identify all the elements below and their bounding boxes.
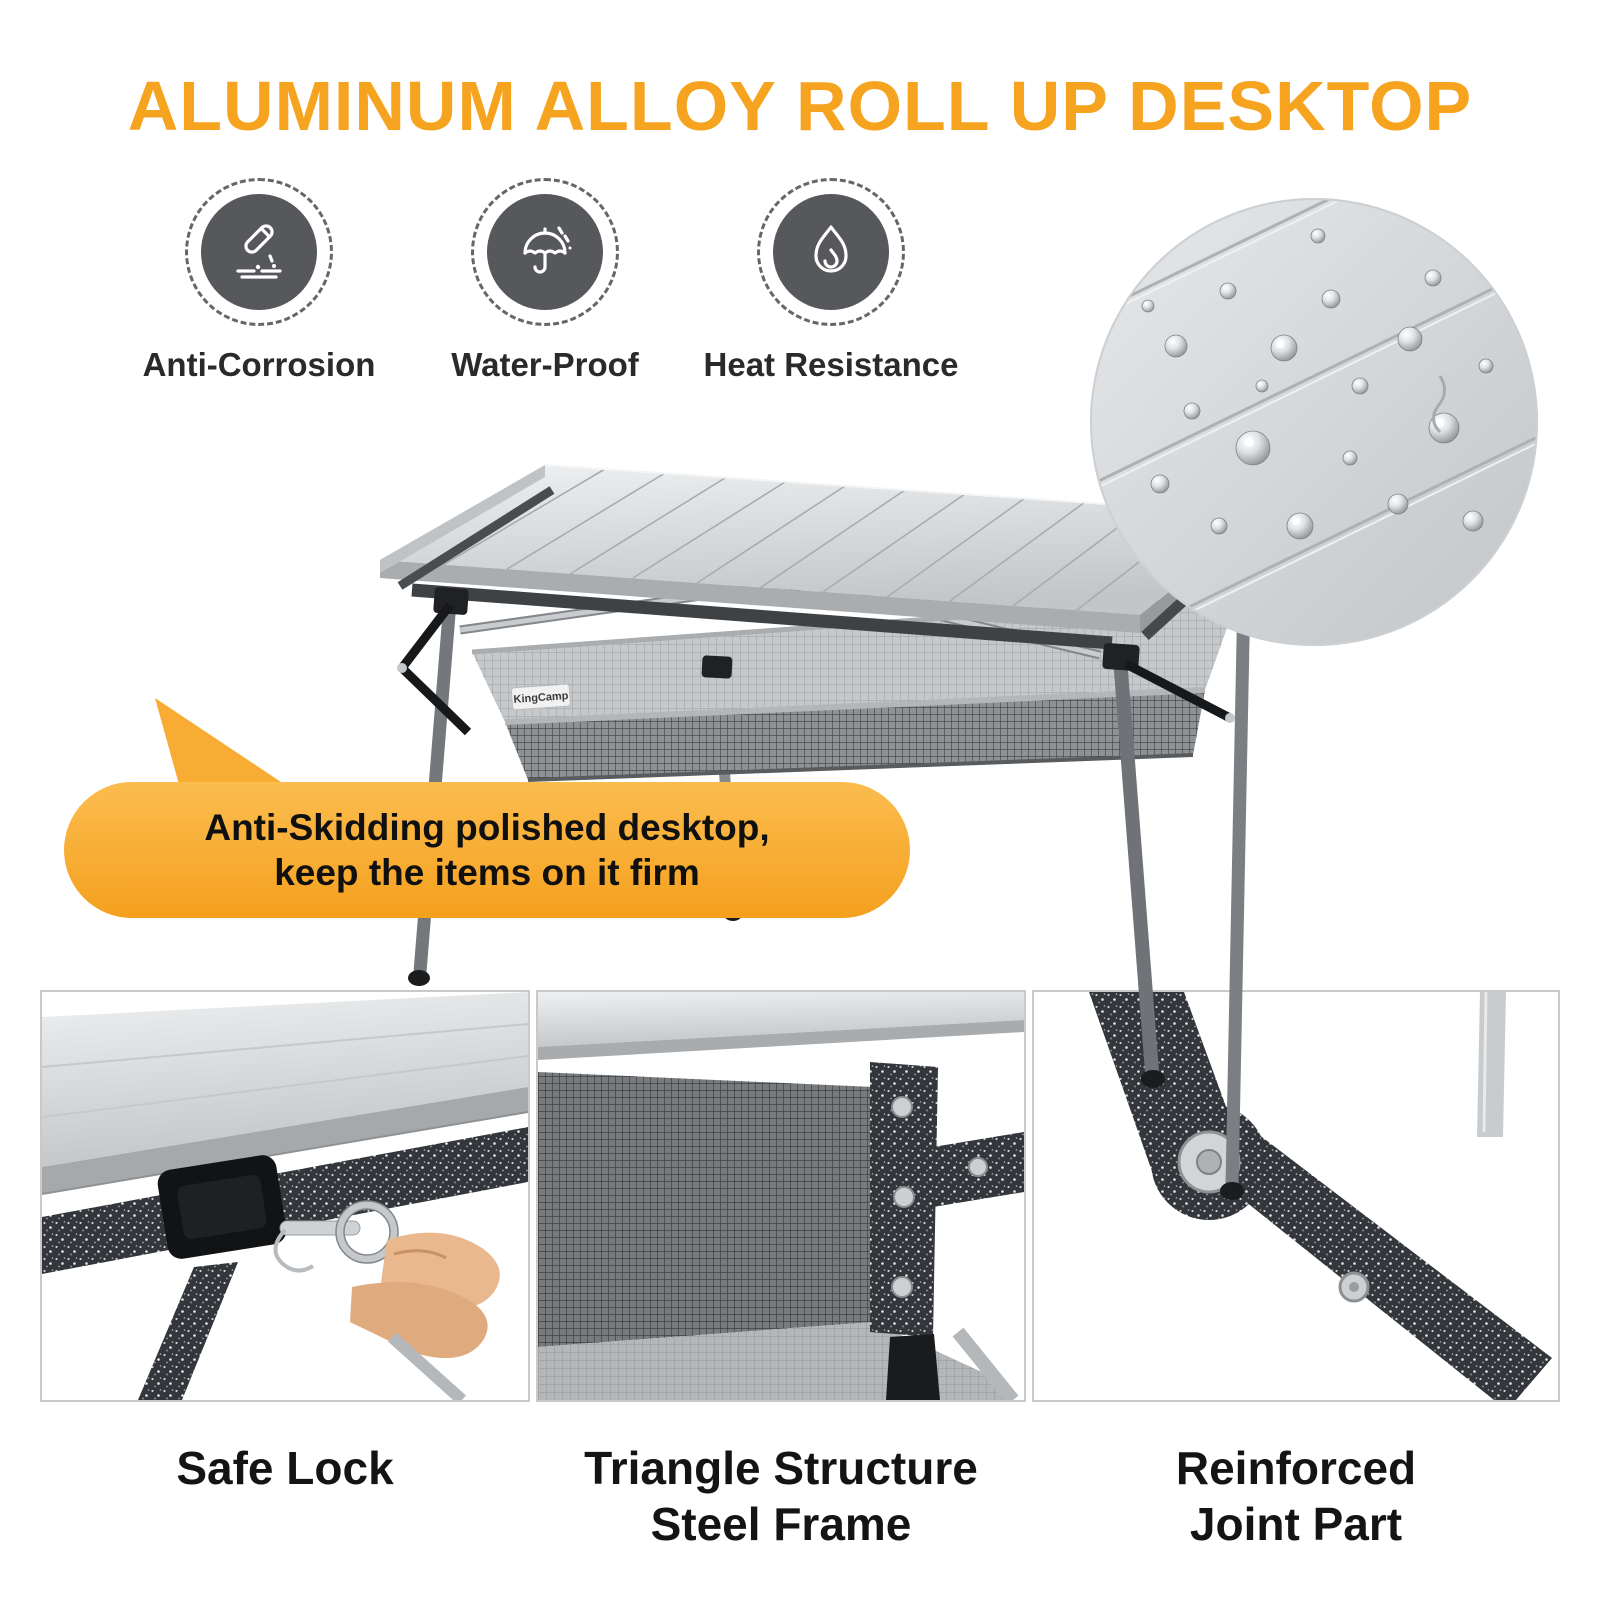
rivets: [891, 1096, 988, 1298]
mesh-basket: [472, 597, 1238, 722]
mesh-basket-front: KingCamp: [471, 594, 1239, 782]
feature-label: Anti-Corrosion: [142, 346, 376, 383]
feature-anti-corrosion: Anti-Corrosion: [116, 178, 402, 384]
panel-label-joint: Reinforced Joint Part: [1032, 1440, 1560, 1552]
icon-badge: [201, 194, 317, 310]
small-bolt: [1338, 1271, 1370, 1303]
feature-label: Water-Proof: [451, 346, 639, 383]
callout-tail: [155, 698, 290, 788]
product-title: ALUMINUM ALLOY ROLL UP DESKTOP: [127, 67, 1473, 145]
detail-panel-joint: [1032, 990, 1560, 1402]
safe-lock-photo: [42, 992, 528, 1400]
mesh-wall: [538, 1072, 873, 1347]
safety-pin: [273, 1200, 399, 1273]
feature-heat-resistance: Heat Resistance: [688, 178, 974, 384]
lock-clamp: [157, 1155, 287, 1259]
detail-panel-triangle-frame: [536, 990, 1026, 1402]
brand-tag: KingCamp: [513, 690, 569, 706]
tabletop: [380, 464, 1266, 633]
dashed-ring: [185, 178, 333, 326]
icon-badge: [773, 194, 889, 310]
umbrella-rain-icon: [523, 226, 572, 274]
test-tube-drip-icon: [236, 224, 282, 279]
icon-badge: [487, 194, 603, 310]
flame-icon: [814, 225, 848, 273]
feature-badges: Anti-Corrosion Water-Proof: [116, 178, 974, 384]
table-photo: KingCamp: [380, 464, 1266, 1200]
panel-label-line: Triangle Structure: [584, 1442, 978, 1494]
callout-line-2: keep the items on it firm: [274, 852, 700, 893]
callout-bubble: Anti-Skidding polished desktop, keep the…: [64, 782, 910, 918]
hand: [350, 1232, 500, 1359]
panel-label-triangle-frame: Triangle Structure Steel Frame: [536, 1440, 1026, 1552]
dashed-ring: [471, 178, 619, 326]
waterproof-zoom-circle: [1090, 198, 1538, 646]
feature-water-proof: Water-Proof: [402, 178, 688, 384]
callout-line-1: Anti-Skidding polished desktop,: [204, 806, 770, 848]
panel-label-safe-lock: Safe Lock: [40, 1440, 530, 1496]
feature-label: Heat Resistance: [703, 346, 959, 383]
panel-label-line: Steel Frame: [650, 1498, 912, 1551]
tabletop-slats: [442, 468, 1206, 611]
detail-panel-safe-lock: [40, 990, 530, 1402]
dashed-ring: [757, 178, 905, 326]
panel-label-line: Joint Part: [1189, 1498, 1403, 1551]
triangle-frame-photo: [538, 992, 1024, 1400]
panel-label-line: Safe Lock: [176, 1442, 394, 1494]
water-droplets: [1141, 228, 1494, 540]
water-trail: [1432, 375, 1446, 434]
panel-label-line: Reinforced: [1175, 1442, 1417, 1494]
joint-rivet: [1177, 1130, 1241, 1194]
